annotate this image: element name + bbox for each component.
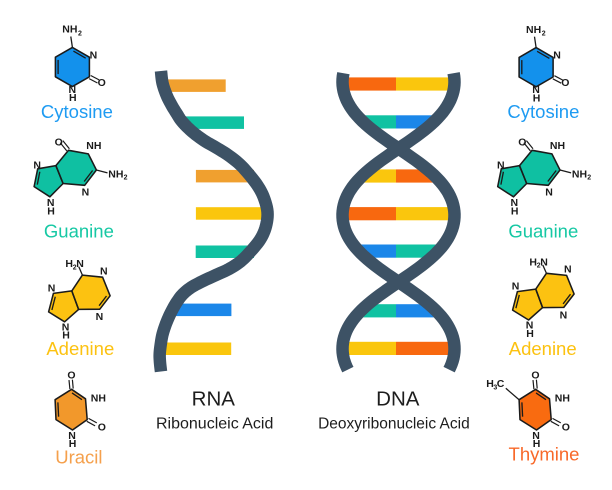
svg-text:Guanine: Guanine: [508, 220, 578, 241]
svg-text:NH: NH: [108, 169, 123, 181]
svg-text:2: 2: [78, 30, 82, 37]
svg-text:3: 3: [493, 385, 497, 392]
svg-text:N: N: [47, 197, 55, 209]
svg-text:H: H: [47, 205, 55, 217]
svg-text:N: N: [69, 84, 77, 96]
svg-text:O: O: [531, 369, 539, 381]
svg-text:RNA: RNA: [192, 388, 236, 411]
svg-text:NH: NH: [91, 393, 106, 405]
svg-text:N: N: [90, 49, 98, 61]
svg-text:Cytosine: Cytosine: [41, 101, 113, 122]
svg-text:C: C: [497, 378, 505, 390]
svg-text:2: 2: [73, 264, 77, 271]
svg-text:O: O: [98, 77, 106, 89]
svg-text:N: N: [82, 186, 90, 198]
svg-text:Cytosine: Cytosine: [507, 101, 579, 122]
svg-text:Adenine: Adenine: [46, 338, 114, 359]
svg-text:H: H: [62, 330, 70, 342]
svg-text:NH: NH: [62, 24, 77, 36]
svg-text:N: N: [68, 430, 76, 442]
svg-text:Ribonucleic Acid: Ribonucleic Acid: [156, 416, 273, 433]
svg-text:Uracil: Uracil: [55, 447, 102, 468]
svg-text:H: H: [69, 92, 77, 104]
svg-text:O: O: [562, 421, 570, 433]
svg-text:DNA: DNA: [376, 388, 420, 411]
svg-text:O: O: [55, 136, 63, 148]
svg-text:N: N: [532, 430, 540, 442]
svg-text:Deoxyribonucleic Acid: Deoxyribonucleic Acid: [318, 416, 470, 433]
svg-text:N: N: [96, 311, 104, 323]
svg-text:O: O: [67, 369, 75, 381]
svg-text:N: N: [33, 159, 41, 171]
svg-text:N: N: [62, 322, 70, 334]
svg-text:N: N: [100, 265, 108, 277]
svg-text:NH: NH: [86, 140, 101, 152]
svg-text:Thymine: Thymine: [509, 444, 580, 465]
svg-text:N: N: [48, 282, 56, 294]
svg-text:H: H: [486, 378, 494, 390]
svg-text:Guanine: Guanine: [44, 220, 114, 241]
svg-text:NH: NH: [555, 393, 570, 405]
svg-text:H: H: [65, 258, 73, 270]
svg-text:H: H: [533, 438, 541, 450]
svg-text:Adenine: Adenine: [509, 338, 577, 359]
svg-text:O: O: [98, 421, 106, 433]
svg-text:H: H: [69, 438, 77, 450]
svg-text:2: 2: [124, 175, 128, 182]
svg-text:N: N: [76, 258, 84, 270]
